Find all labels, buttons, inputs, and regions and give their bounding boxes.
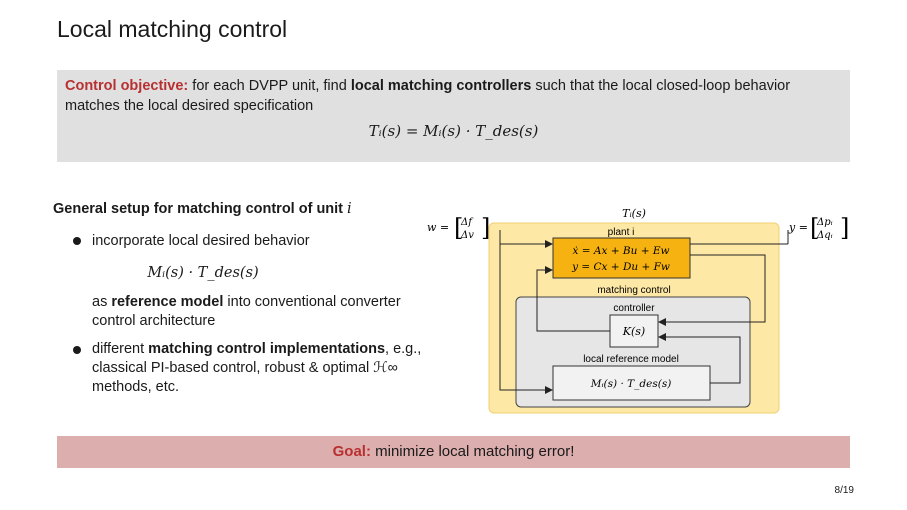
plant-block: [552, 237, 691, 279]
setup-section: General setup for matching control of un…: [53, 200, 421, 395]
controller-label: controller: [613, 303, 655, 314]
y-label: y =: [788, 221, 808, 234]
objective-text: Control objective: for each DVPP unit, f…: [65, 76, 845, 116]
plant-eq2: y = Cx + Du + Fw: [571, 261, 670, 273]
bracket-left: [: [454, 214, 463, 242]
refmodel-label: local reference model: [583, 354, 679, 365]
bullet1-equation: Mᵢ(s) · T_des(s): [147, 265, 259, 281]
objective-label: Control objective:: [65, 78, 189, 94]
bracket-right-y: ]: [840, 214, 849, 242]
plant-eq1: ẋ = Ax + Bu + Ew: [573, 245, 670, 257]
objective-text-a: for each DVPP unit, find: [188, 78, 351, 94]
bracket-right: ]: [481, 214, 490, 242]
bullet1-cont-post: into conventional converter control arch…: [92, 294, 401, 329]
bullet1-cont: as reference model into conventional con…: [92, 293, 422, 331]
slide-title: Local matching control: [57, 16, 288, 42]
bracket-left-y: [: [810, 214, 819, 242]
controller-to-plant: [536, 266, 610, 332]
objective-box: Control objective: for each DVPP unit, f…: [57, 70, 850, 162]
goal-banner: Goal: minimize local matching error!: [57, 436, 850, 468]
bullet2-post: , e.g., classical PI-based control, robu…: [92, 341, 422, 395]
w-vec-top: Δf: [460, 217, 474, 228]
plant-label: plant i: [608, 227, 635, 238]
w-label: w =: [427, 221, 449, 234]
objective-text-b: such that the local closed-loop behavior…: [65, 78, 791, 114]
bullet-dot: [73, 346, 81, 354]
goal-text: minimize local matching error!: [370, 443, 575, 460]
setup-heading-text: General setup for matching control of un…: [53, 201, 344, 217]
ref-eq: Mᵢ(s) · T_des(s): [590, 378, 672, 390]
bullet2-pre: different: [92, 341, 149, 357]
reference-to-controller: [658, 333, 741, 384]
objective-equation: Tᵢ(s) = Mᵢ(s) · T_des(s): [368, 122, 539, 140]
objective-bold: local matching controllers: [350, 78, 532, 94]
reference-model-block: [552, 365, 711, 401]
page-number: 8/19: [834, 485, 854, 496]
bullet2-bold: matching control implementations: [148, 341, 386, 357]
setup-heading-var: i: [347, 201, 352, 217]
matching-label: matching control: [597, 285, 670, 296]
w-vec-bot: Δv: [460, 230, 474, 241]
feedback-to-controller: [658, 254, 766, 326]
bullet1-text: incorporate local desired behavior: [92, 233, 310, 249]
w-to-reference: [499, 244, 553, 394]
k-label: K(s): [622, 325, 645, 338]
bullet2-text: different matching control implementatio…: [92, 340, 422, 397]
bullet1-cont-pre: as: [92, 294, 112, 310]
bullet1-cont-bold: reference model: [111, 294, 224, 310]
goal-label: Goal:: [332, 443, 371, 460]
y-vec-top: Δpᵢ: [816, 217, 833, 228]
ti-label: Tᵢ(s): [622, 207, 646, 220]
y-vec-bot: Δqᵢ: [816, 230, 833, 241]
setup-heading: General setup for matching control of un…: [53, 200, 413, 219]
bullet-dot: [73, 237, 81, 245]
